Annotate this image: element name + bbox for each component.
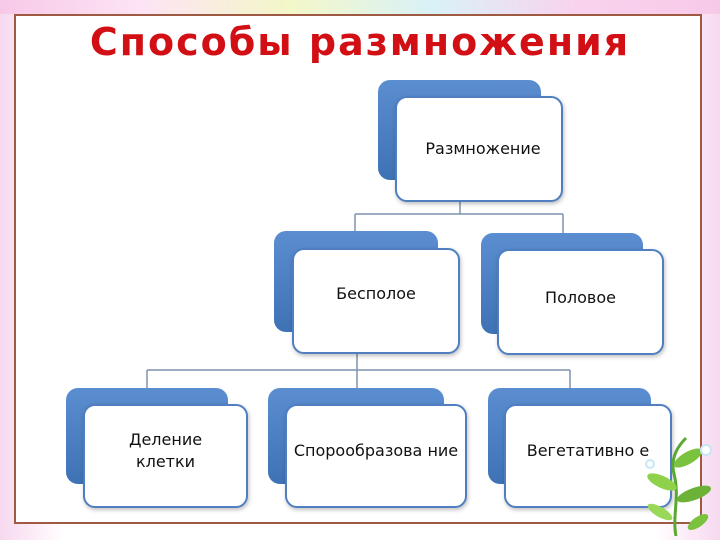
node-sexual-label: Половое (545, 287, 616, 307)
node-vegetative-label: Вегетативно е (526, 440, 650, 460)
node-asexual-label: Бесполое (336, 283, 416, 303)
plant-decoration-icon (645, 436, 712, 537)
decorative-top-band (0, 0, 720, 14)
node-root-label: Размножение (425, 138, 541, 158)
node-division-label: Деление клетки (128, 429, 203, 471)
node-sporulation-label: Спорообразова ние (293, 440, 459, 460)
slide-title: Способы размножения (89, 20, 631, 64)
